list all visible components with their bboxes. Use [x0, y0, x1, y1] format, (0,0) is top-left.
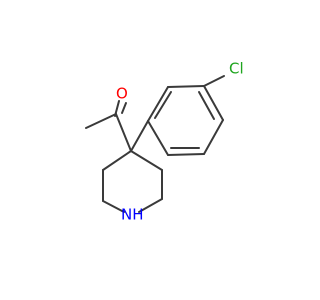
bond-aryl-chlorine	[203, 75, 225, 87]
bond-ring-aryl-1	[147, 86, 169, 122]
bond-ring-aryl-4	[203, 119, 224, 155]
bond-piperidine-1	[102, 150, 132, 171]
bond-piperidine-4	[138, 198, 163, 213]
bond-quaternary-aryl	[130, 120, 149, 152]
bond-methyl-carbonyl	[85, 113, 117, 129]
bond-ring-aryl-2	[167, 85, 205, 88]
structure-canvas: O Cl NH	[85, 59, 244, 224]
chlorine-atom-label: Cl	[229, 60, 244, 78]
oxygen-atom-label: O	[116, 85, 128, 103]
bond-ring-aryl-5	[167, 153, 205, 156]
bond-ring-aryl-3	[203, 85, 224, 121]
bond-ring-aryl-1-inner	[154, 91, 172, 119]
bond-ring-aryl-6	[147, 120, 169, 156]
bond-ring-aryl-3-inner	[198, 91, 215, 120]
bond-carbonyl-quaternary	[115, 113, 132, 152]
bond-piperidine-6	[130, 150, 163, 171]
bond-piperidine-3	[102, 200, 125, 213]
bond-carbonyl-oxygen-2	[121, 102, 127, 114]
nitrogen-atom-label: NH	[121, 206, 144, 224]
